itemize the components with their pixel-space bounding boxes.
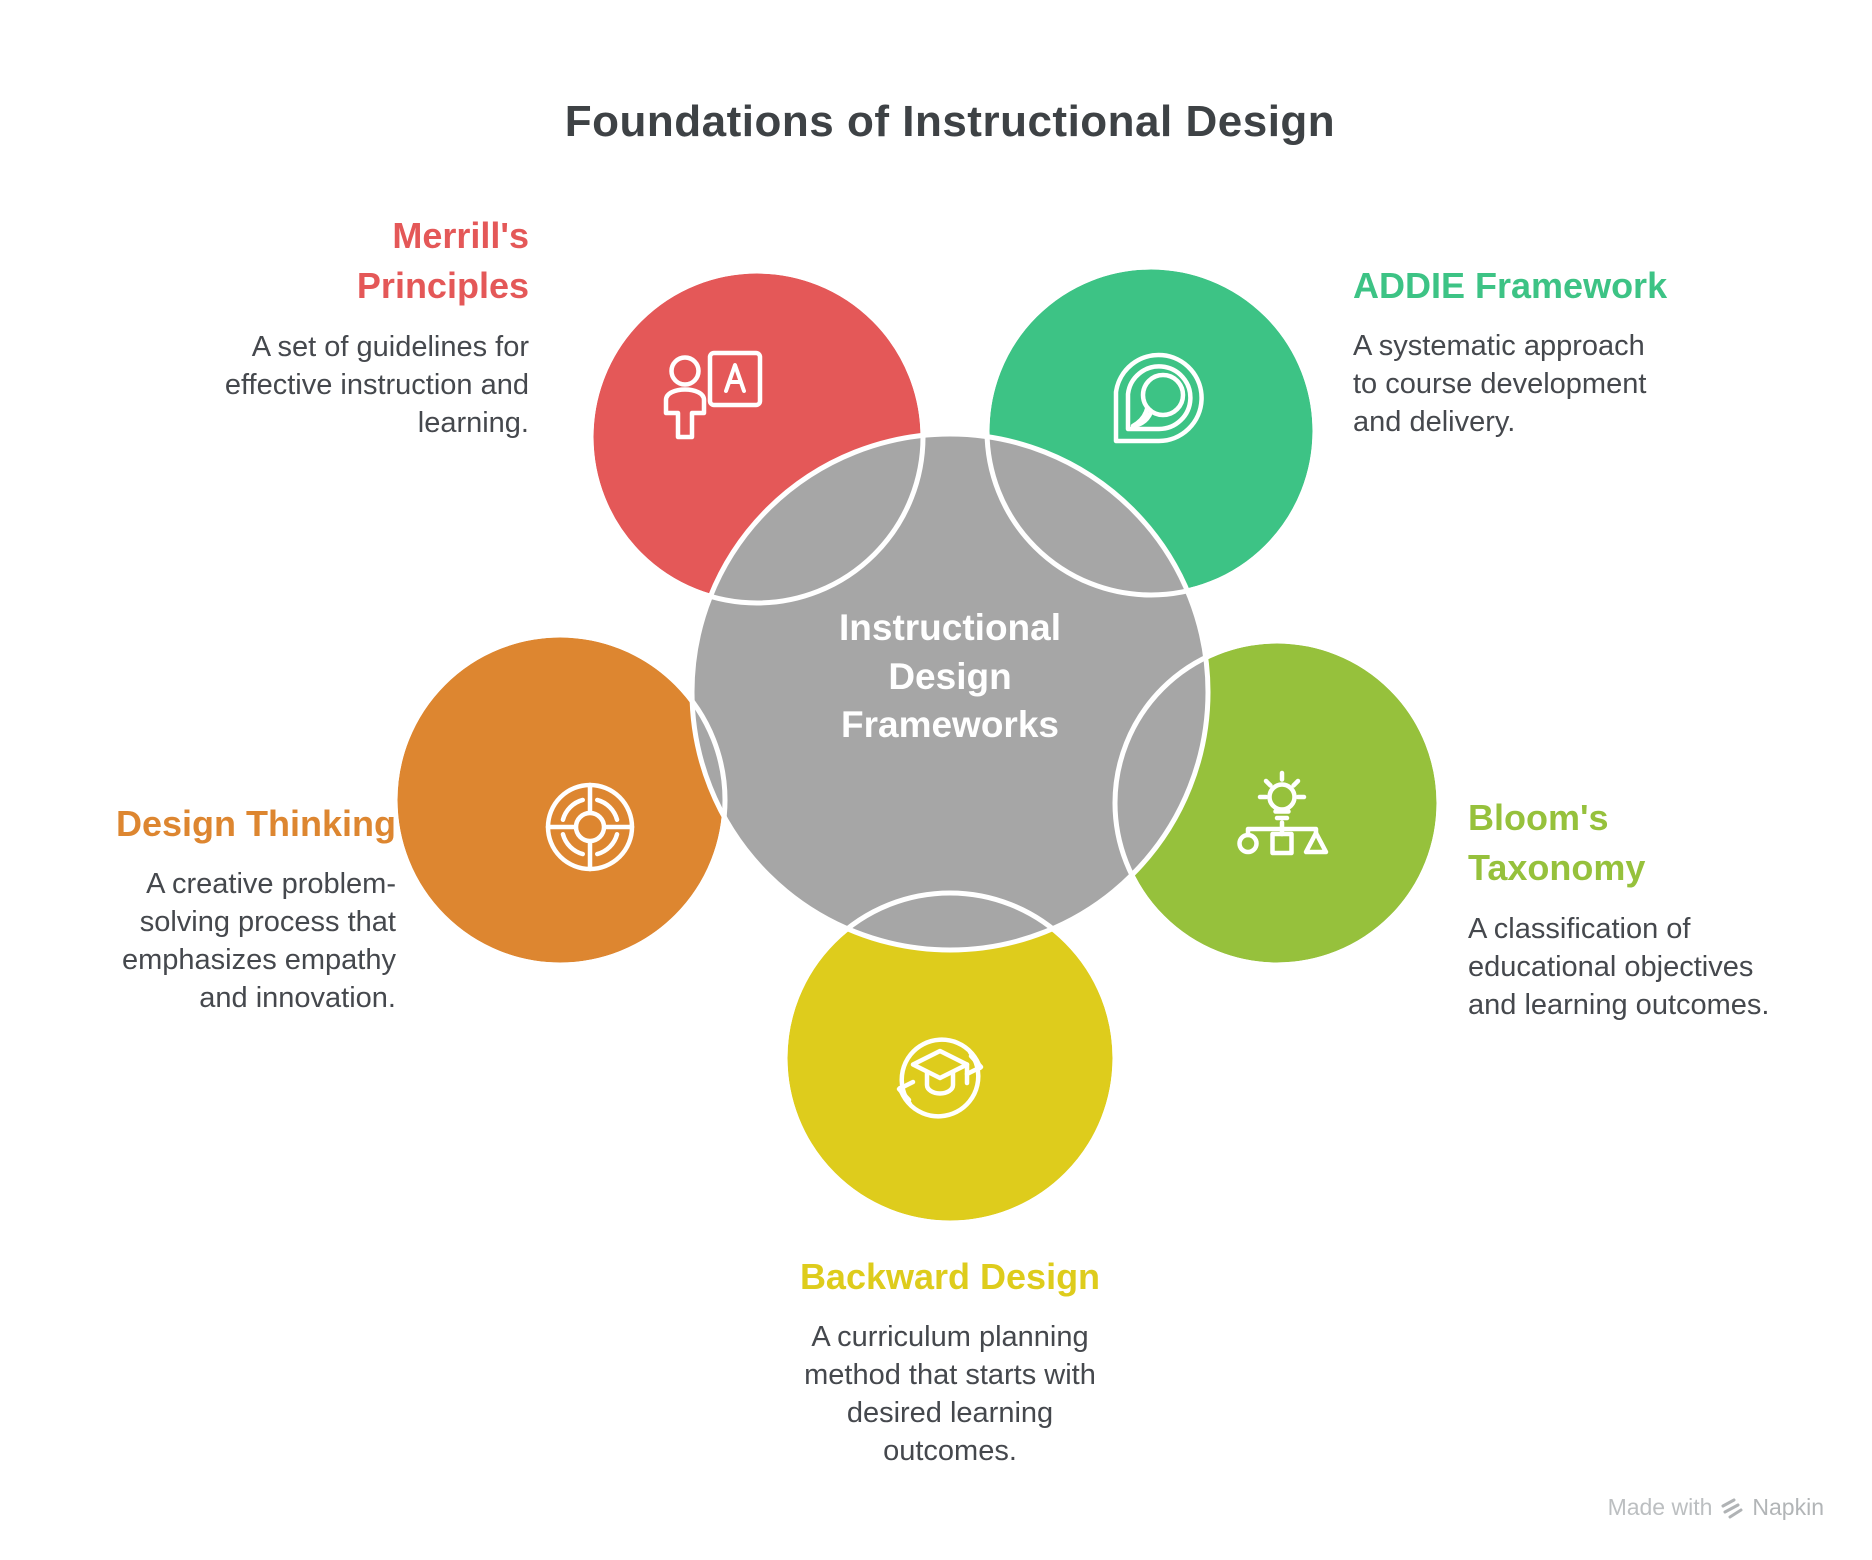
title-line: ADDIE Framework <box>1353 265 1668 306</box>
watermark-made-with: Made with <box>1607 1494 1713 1520</box>
desc-line: solving process that <box>139 906 396 939</box>
desc-line: method that starts with <box>804 1359 1096 1392</box>
center-label-line: Design <box>888 655 1012 697</box>
desc-line: A curriculum planning <box>811 1321 1089 1354</box>
title-line: Design Thinking <box>115 803 396 844</box>
speech-bubble-pin-icon <box>1113 352 1204 444</box>
desc-line: outcomes. <box>883 1435 1017 1468</box>
page-title: Foundations of Instructional Design <box>564 97 1336 146</box>
title-line: Backward Design <box>799 1256 1101 1297</box>
desc-line: emphasizes empathy <box>121 944 396 977</box>
node-description-backward: A curriculum planning method that starts… <box>782 1319 1118 1471</box>
node-merrills-principles: Merrill's Principles A set of guidelines… <box>209 211 529 443</box>
node-description-blooms: A classification of educational objectiv… <box>1468 911 1808 1025</box>
teacher-presentation-icon <box>663 350 763 440</box>
center-label-line: Instructional <box>838 606 1062 648</box>
title-line: Merrill's <box>392 215 529 256</box>
node-title-blooms: Bloom's Taxonomy <box>1468 793 1808 894</box>
watermark: Made with Napkin <box>1608 1494 1824 1521</box>
circle-center-frameworks <box>689 431 1211 953</box>
desc-line: and innovation. <box>199 982 396 1015</box>
outline-addie <box>984 264 1318 598</box>
center-label: Instructional Design Frameworks <box>692 434 1208 950</box>
node-description-merrills: A set of guidelines for effective instru… <box>209 329 529 443</box>
node-title-addie: ADDIE Framework <box>1353 261 1693 311</box>
petal-outline-arcs <box>392 264 1442 1226</box>
title-line: Principles <box>356 265 529 307</box>
desc-line: and learning outcomes. <box>1468 988 1770 1021</box>
node-description-design: A creative problem- solving process that… <box>86 866 396 1018</box>
node-title-backward: Backward Design <box>782 1252 1118 1302</box>
desc-line: and delivery. <box>1353 406 1516 439</box>
desc-line: effective instruction and <box>224 368 529 401</box>
center-label-line: Frameworks <box>841 704 1059 746</box>
node-blooms-taxonomy: Bloom's Taxonomy A classification of edu… <box>1468 793 1808 1025</box>
desc-line: A classification of <box>1468 912 1691 945</box>
desc-line: A systematic approach <box>1353 330 1645 363</box>
idea-hierarchy-icon <box>1237 770 1329 856</box>
outline-backward <box>782 890 1118 1226</box>
title-line: Bloom's <box>1468 797 1609 838</box>
graduation-cycle-icon <box>896 1037 984 1119</box>
desc-line: A creative problem- <box>146 868 396 901</box>
node-addie-framework: ADDIE Framework A systematic approach to… <box>1353 261 1693 442</box>
napkin-logo-icon <box>1721 1498 1743 1518</box>
node-title-merrills: Merrill's Principles <box>209 211 529 312</box>
node-description-addie: A systematic approach to course developm… <box>1353 328 1693 442</box>
outline-blooms <box>1112 638 1442 968</box>
desc-line: desired learning <box>846 1397 1054 1430</box>
wheel-icon <box>545 782 635 872</box>
node-backward-design: Backward Design A curriculum planning me… <box>782 1252 1118 1471</box>
outline-merrills <box>588 268 926 606</box>
node-design-thinking: Design Thinking A creative problem- solv… <box>86 799 396 1018</box>
outline-design <box>392 632 728 968</box>
desc-line: A set of guidelines for <box>251 330 529 363</box>
desc-line: to course development <box>1353 368 1647 401</box>
desc-line: educational objectives <box>1468 950 1754 983</box>
title-line: Taxonomy <box>1468 847 1646 889</box>
node-title-design: Design Thinking <box>86 799 396 849</box>
watermark-brand: Napkin <box>1752 1494 1824 1520</box>
desc-line: learning. <box>417 406 529 439</box>
